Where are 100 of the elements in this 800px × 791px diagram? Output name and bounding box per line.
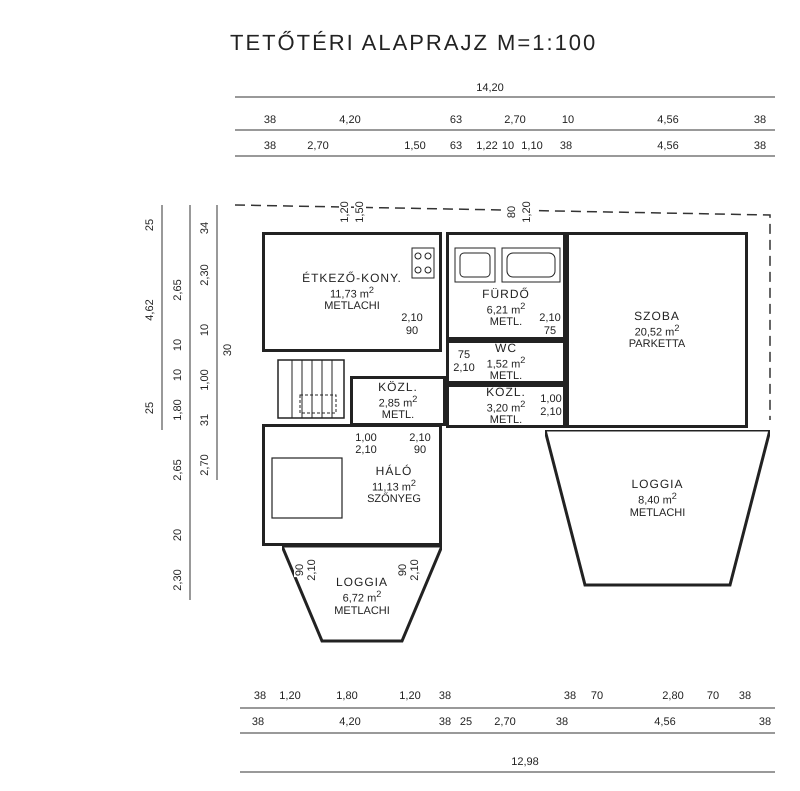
dimension-label: 10 (172, 368, 184, 382)
dimension-label: 1,50 (403, 140, 427, 152)
room-area: 6,21 m$^{2}$ (486, 300, 526, 316)
dimension-label: 1,80 (335, 690, 359, 702)
room-name: SZOBA (634, 310, 680, 322)
opening-size-label: 2,10 (400, 312, 424, 324)
dimension-label: 20 (172, 528, 184, 542)
dimension-label: 38 (752, 114, 768, 126)
room-area: 20,52 m$^{2}$ (634, 322, 680, 338)
room-outline (262, 232, 442, 352)
room-area: 8,40 m$^{2}$ (638, 490, 677, 507)
room-name: KÖZL. (486, 386, 526, 398)
room-name: LOGGIA (336, 576, 388, 588)
dimension-label: 1,20 (278, 690, 302, 702)
floor-material: METLACHI (334, 604, 390, 617)
room-outline (350, 376, 446, 426)
dimension-label: 10 (199, 322, 211, 338)
dimension-label: 25 (458, 716, 474, 728)
dimension-label: 4,62 (144, 298, 156, 322)
dimension-label: 70 (706, 690, 720, 702)
dimension-label: 63 (448, 114, 464, 126)
opening-size-label: 75 (456, 349, 472, 361)
opening-size-label: 2,10 (409, 558, 421, 582)
room-name: ÉTKEZŐ-KONY. (302, 272, 402, 284)
dimension-label: 2,65 (172, 458, 184, 482)
opening-size-label: 1,00 (539, 393, 563, 405)
room-name: WC (495, 342, 517, 354)
opening-size-label: 90 (412, 444, 428, 456)
floor-material: METLACHI (630, 506, 686, 519)
room-name: HÁLÓ (376, 464, 412, 477)
dimension-label: 4,20 (338, 114, 362, 126)
room-outline (446, 340, 566, 384)
dimension-label: 2,30 (199, 263, 211, 287)
dimension-label: 4,56 (656, 140, 680, 152)
dimension-label: 4,20 (338, 716, 362, 728)
floor-material: PARKETTA (628, 338, 686, 350)
dimension-label: 1,10 (520, 140, 544, 152)
room-area: 2,85 m$^{2}$ (378, 392, 418, 410)
opening-size-label: 90 (294, 562, 306, 578)
room-name: KÖZL. (378, 380, 418, 393)
dimension-label: 14,20 (475, 82, 505, 94)
dimension-label: 38 (262, 140, 278, 152)
dimension-label: 34 (199, 220, 211, 236)
dimension-label: 2,65 (172, 278, 184, 302)
dimension-label: 38 (562, 690, 578, 702)
opening-size-label: 90 (404, 325, 420, 337)
opening-size-label: 1,50 (354, 200, 366, 224)
opening-size-label: 1,00 (354, 432, 378, 444)
dimension-label: 38 (250, 716, 266, 728)
dimension-label: 4,56 (656, 114, 680, 126)
dimension-label: 2,70 (199, 453, 211, 477)
opening-size-label: 80 (506, 204, 518, 220)
floor-material: METL. (490, 316, 522, 328)
dimension-label: 38 (554, 716, 570, 728)
dimension-label: 2,70 (306, 140, 330, 152)
room-name: LOGGIA (631, 478, 684, 490)
dimension-label: 1,00 (199, 368, 211, 392)
dimension-label: 2,70 (493, 716, 517, 728)
dimension-label: 1,22 (475, 140, 499, 152)
opening-size-label: 75 (542, 325, 558, 337)
title: TETŐTÉRI ALAPRAJZ M=1:100 (230, 30, 598, 56)
opening-size-label: 2,10 (452, 362, 476, 374)
dimension-label: 63 (448, 140, 464, 152)
dimension-label: 70 (590, 690, 604, 702)
dimension-label: 25 (144, 400, 156, 416)
dimension-label: 38 (738, 690, 752, 702)
dimension-label: 1,80 (172, 398, 184, 422)
opening-size-label: 2,10 (538, 312, 562, 324)
room-name: FÜRDŐ (482, 288, 530, 300)
dimension-label: 30 (222, 342, 234, 358)
room-outline (566, 232, 748, 428)
opening-size-label: 2,10 (539, 406, 563, 418)
dimension-label: 10 (560, 114, 576, 126)
dimension-label: 2,30 (172, 568, 184, 592)
dimension-label: 38 (758, 716, 772, 728)
dimension-label: 10 (172, 338, 184, 352)
opening-size-label: 90 (397, 562, 409, 578)
opening-size-label: 2,10 (408, 432, 432, 444)
room-area: 1,52 m$^{2}$ (486, 354, 526, 370)
dimension-label: 2,80 (661, 690, 685, 702)
floor-material: SZŐNYEG (367, 493, 421, 506)
dimension-label: 12,98 (510, 756, 540, 768)
opening-size-label: 2,10 (306, 558, 318, 582)
opening-size-label: 1,20 (339, 200, 351, 224)
dimension-label: 25 (144, 218, 156, 232)
floor-material: METLACHI (324, 300, 380, 312)
floor-material: METL. (490, 370, 522, 382)
dimension-label: 38 (252, 690, 268, 702)
floor-material: METL. (490, 414, 522, 426)
dimension-label: 31 (199, 412, 211, 428)
dimension-label: 38 (752, 140, 768, 152)
room-outline (446, 384, 566, 428)
dimension-label: 10 (500, 140, 516, 152)
dimension-label: 38 (558, 140, 574, 152)
room-area: 3,20 m$^{2}$ (486, 398, 526, 414)
dimension-label: 2,70 (503, 114, 527, 126)
opening-size-label: 1,20 (521, 200, 533, 224)
room-outline (446, 232, 566, 340)
room-area: 6,72 m$^{2}$ (342, 588, 382, 605)
dimension-label: 38 (438, 716, 452, 728)
